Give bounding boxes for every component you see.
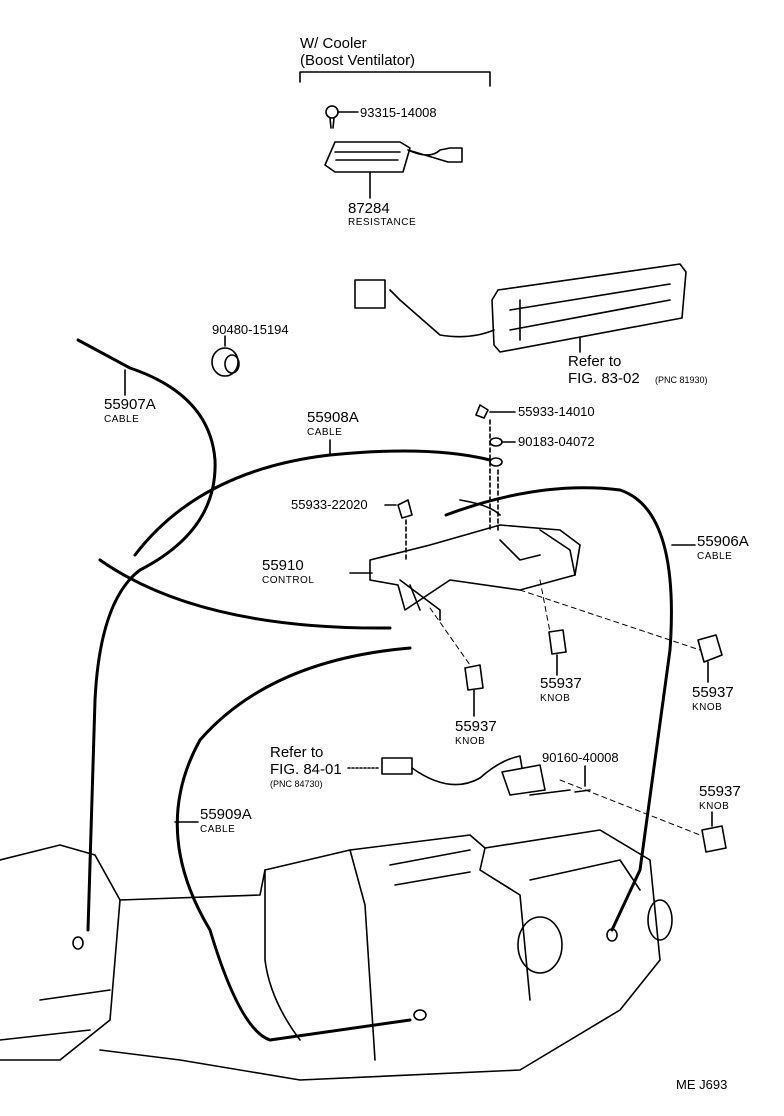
part-number: 55909A (200, 806, 252, 823)
reference-label: Refer to (270, 744, 324, 761)
cable-55909A (175, 646, 412, 1042)
screw-icon (325, 105, 359, 129)
part-name: CABLE (200, 824, 236, 835)
part-number: 55907A (104, 396, 156, 413)
part-name: KNOB (540, 693, 571, 704)
part-number: 90480-15194 (212, 322, 289, 337)
cable-55907A (76, 338, 217, 932)
reference-figure: FIG. 83-02 (568, 370, 640, 387)
heater-unit (0, 829, 673, 1081)
part-number: 55908A (307, 409, 359, 426)
part-number: 55937 (540, 675, 582, 692)
cable-55906A (444, 486, 673, 932)
part-name: CONTROL (262, 575, 315, 586)
part-number: 55937 (455, 718, 497, 735)
part-number: 55937 (699, 783, 741, 800)
figure-code: ME J693 (676, 1077, 728, 1092)
knob-icon (464, 664, 484, 717)
knob-icon (548, 629, 567, 676)
part-number: 55910 (262, 557, 304, 574)
part-name: RESISTANCE (348, 217, 417, 228)
part-number: 55933-14010 (518, 404, 595, 419)
part-number: 87284 (348, 200, 390, 217)
grommet-icon (211, 335, 240, 377)
group-title: W/ Cooler (300, 35, 367, 52)
knob-icon (697, 634, 723, 683)
reference-label: Refer to (568, 353, 622, 370)
knob-icon (701, 811, 727, 853)
group-subtitle: (Boost Ventilator) (300, 52, 416, 69)
control-panel-part (354, 263, 687, 353)
part-number: 93315-14008 (360, 105, 437, 120)
part-name: CABLE (104, 414, 140, 425)
switch-part (347, 755, 591, 796)
part-name: CABLE (307, 427, 343, 438)
part-number: 55906A (697, 533, 749, 550)
part-number: 55933-22020 (291, 497, 368, 512)
part-name: KNOB (692, 702, 723, 713)
reference-pnc: (PNC 84730) (270, 779, 323, 789)
part-number: 90183-04072 (518, 434, 595, 449)
reference-pnc: (PNC 81930) (655, 375, 708, 385)
part-number: 90160-40008 (542, 750, 619, 765)
control-assembly (349, 499, 581, 621)
reference-figure: FIG. 84-01 (270, 761, 342, 778)
part-name: CABLE (697, 551, 733, 562)
cable-55908A (98, 449, 492, 630)
group-bracket (299, 71, 491, 87)
part-number: 55937 (692, 684, 734, 701)
part-name: KNOB (699, 801, 730, 812)
resistance-part (324, 141, 463, 199)
part-name: KNOB (455, 736, 486, 747)
